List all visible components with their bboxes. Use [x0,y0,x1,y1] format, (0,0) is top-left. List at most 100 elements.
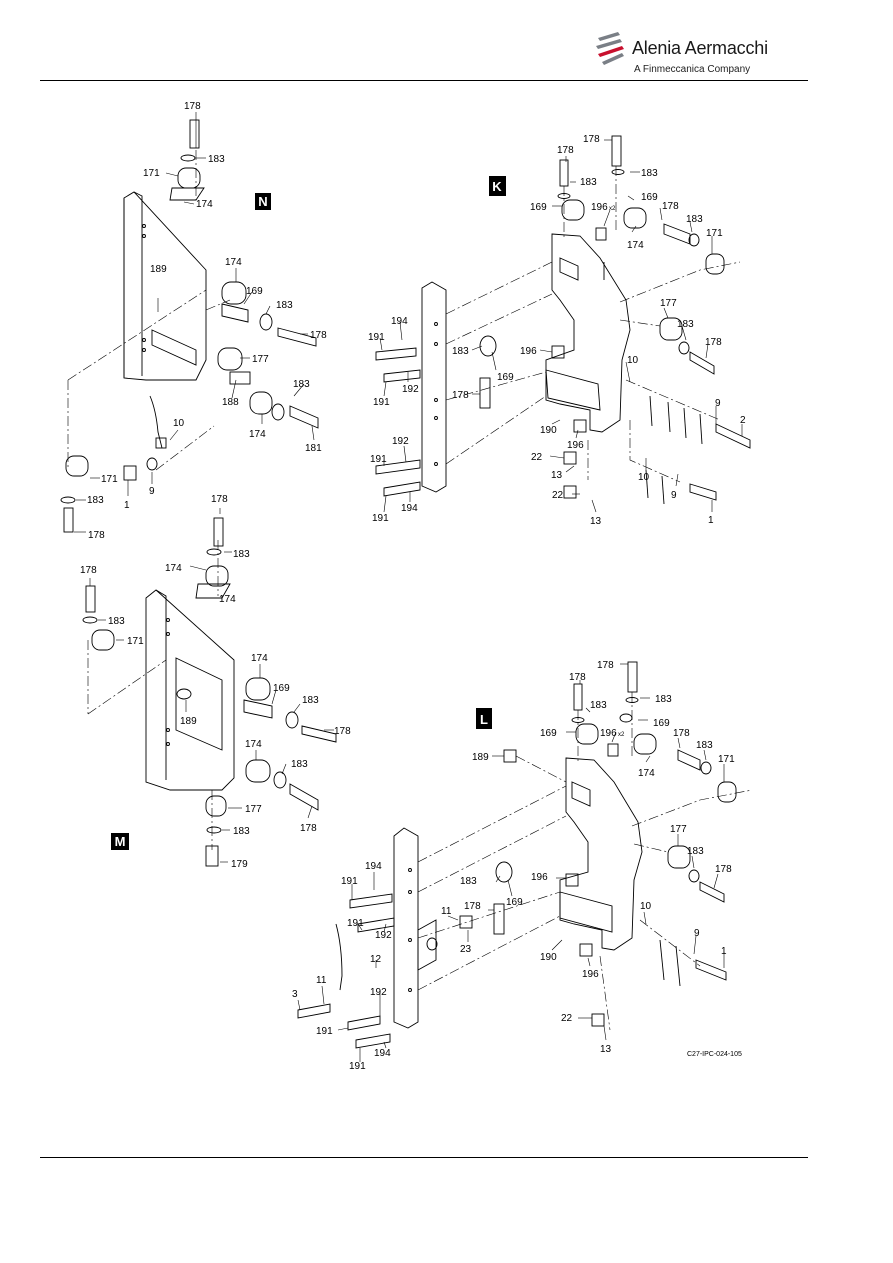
callout-label: 11 [441,906,452,917]
callout-label: 169 [246,286,263,297]
callout-label: 9 [715,398,721,409]
callout-label: 183 [641,168,658,179]
callout-label: 178 [464,901,481,912]
callout-label: 181 [305,443,322,454]
callout-label: 178 [673,728,690,739]
callout-label: 183 [302,695,319,706]
callout-label: 169 [497,372,514,383]
callout-label: 196 [582,969,599,980]
callout-label: 178 [310,330,327,341]
callout-label: 177 [660,298,677,309]
view-letter-n: N [255,193,271,210]
callout-label: 174 [249,429,266,440]
callout-label: 178 [300,823,317,834]
view-n-drawing [60,112,319,533]
callout-label: 13 [590,516,602,527]
view-letter-m-label: M [115,834,126,849]
callout-label: 192 [402,384,419,395]
callout-label: 192 [370,987,387,998]
callout-label: 196 [567,440,584,451]
callout-label: 183 [293,379,310,390]
callout-label: 183 [677,319,694,330]
callout-label: 178 [597,660,614,671]
callout-label: 174 [627,240,644,251]
callout-label: 169 [530,202,547,213]
callout-label: 191 [373,397,390,408]
callout-label: 171 [127,636,144,647]
callout-label: 169 [506,897,523,908]
callout-label: 174 [165,563,182,574]
callout-label: 183 [233,549,250,560]
view-letter-m: M [111,833,129,850]
callout-label: 179 [231,859,248,870]
view-l-drawing [297,661,753,1062]
callout-label: 22 [531,452,543,463]
footer-rule [40,1157,808,1158]
callout-label: 174 [219,594,236,605]
callout-multiplier: x2 [618,732,625,738]
callout-label: 2 [740,415,746,426]
callout-label: 183 [687,846,704,857]
callout-label: 178 [569,672,586,683]
callout-labels: 178 183 171 174 189 174 169 183 178 177 … [80,101,746,1072]
callout-label: 11 [316,975,327,986]
callout-label: 169 [540,728,557,739]
callout-label: 189 [472,752,489,763]
view-letter-l: L [476,708,492,729]
view-k-drawing [375,135,751,513]
callout-label: 183 [233,826,250,837]
callout-label: 174 [638,768,655,779]
callout-label: 183 [276,300,293,311]
callout-label: 183 [460,876,477,887]
callout-label: 174 [196,199,213,210]
callout-label: 9 [694,928,700,939]
callout-label: 191 [316,1026,333,1037]
callout-label: 191 [372,513,389,524]
view-letter-k: K [489,176,506,196]
callout-label: 178 [211,494,228,505]
callout-label: 178 [662,201,679,212]
callout-label: 1 [708,515,714,526]
callout-label: 177 [245,804,262,815]
callout-label: 196 [520,346,537,357]
callout-label: 169 [641,192,658,203]
callout-label: 194 [374,1048,391,1059]
callout-label: 190 [540,952,557,963]
callout-label: 178 [452,390,469,401]
callout-label: 191 [347,918,364,929]
callout-label: 178 [80,565,97,576]
callout-label: 178 [88,530,105,541]
figure-reference: C27-IPC-024-105 [687,1051,742,1058]
callout-label: 183 [108,616,125,627]
callout-label: 196 [591,202,608,213]
callout-label: 22 [552,490,564,501]
callout-label: 191 [370,454,387,465]
callout-label: 189 [180,716,197,727]
callout-label: 171 [718,754,735,765]
callout-label: 174 [225,257,242,268]
callout-label: 13 [600,1044,612,1055]
callout-label: 192 [375,930,392,941]
callout-label: 189 [150,264,167,275]
callout-label: 194 [365,861,382,872]
callout-label: 191 [368,332,385,343]
callout-label: 178 [705,337,722,348]
view-letter-n-label: N [258,194,267,209]
callout-multiplier: x2 [609,206,616,212]
callout-label: 10 [627,355,639,366]
callout-label: 171 [706,228,723,239]
view-letter-k-label: K [492,179,502,194]
callout-label: 22 [561,1013,573,1024]
callout-label: 188 [222,397,239,408]
callout-label: 191 [349,1061,366,1072]
callout-label: 178 [715,864,732,875]
callout-label: 178 [184,101,201,112]
view-letter-l-label: L [480,712,488,727]
callout-label: 194 [391,316,408,327]
company-subtitle: A Finmeccanica Company [634,64,751,75]
callout-label: 171 [101,474,118,485]
callout-label: 183 [590,700,607,711]
callout-label: 177 [252,354,269,365]
callout-label: 183 [452,346,469,357]
